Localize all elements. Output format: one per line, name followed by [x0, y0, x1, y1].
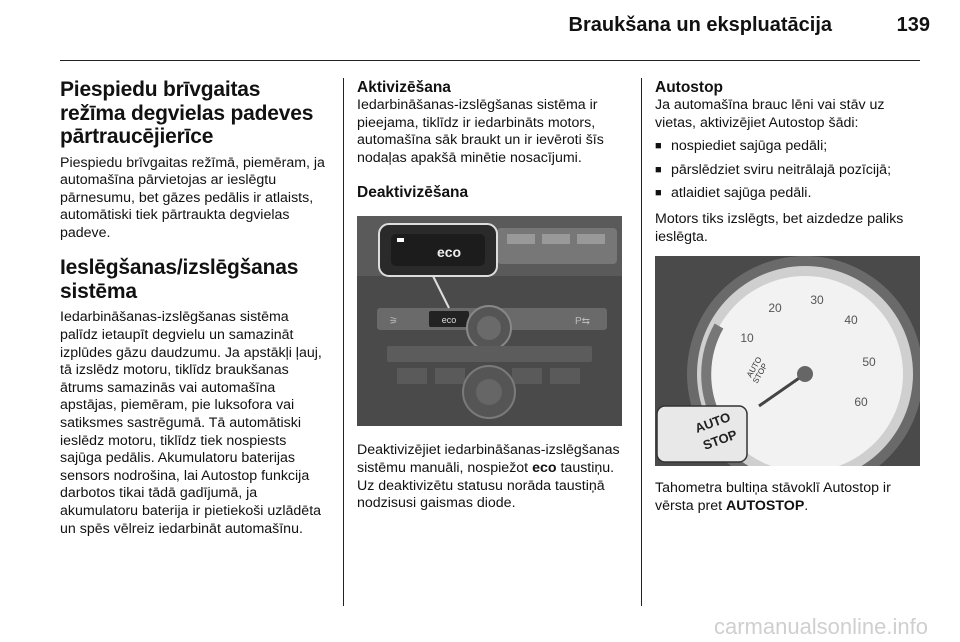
bullet-item: ■ atlaidiet sajūga pedāli. [655, 185, 925, 203]
page-number: 139 [896, 14, 930, 36]
tach-label-20: 20 [768, 301, 782, 315]
paragraph-activation: Iedarbināšanas-izslēgšanas sistēma ir pi… [357, 97, 604, 166]
heading-activation: Aktivizēšana [357, 79, 451, 96]
heading-fuel-cutoff: Piespiedu brīvgaitas režīma degvielas pa… [60, 78, 314, 148]
eco-label: eco [532, 459, 557, 476]
bullet-square-icon: ■ [655, 187, 662, 200]
bullet-item: ■ nospiediet sajūga pedāli; [655, 138, 925, 156]
bullet-text: pārslēdziet sviru neitrālajā pozīcijā; [671, 161, 892, 178]
bullet-square-icon: ■ [655, 140, 662, 153]
tach-label-50: 50 [862, 355, 876, 369]
heading-stop-start: Ieslēgšanas/izslēgšanas sistēma [60, 256, 299, 303]
autostop-bold-label: AUTOSTOP [725, 497, 805, 514]
tach-label-10: 10 [740, 331, 754, 345]
paragraph-stop-start: Iedarbināšanas-izslēgšanas sistēma palīd… [60, 309, 322, 537]
tachometer-image: 10 20 30 40 50 60 AUTO STOP AUTO STOP [655, 256, 920, 467]
header-rule [60, 60, 920, 61]
paragraph-autostop-engine-off: Motors tiks izslēgts, bet aizdedze palik… [655, 210, 904, 245]
tach-caption-end: . [804, 497, 809, 514]
column-3: Autostop Ja automašīna brauc lēni vai st… [655, 78, 925, 515]
console-illustration: eco ⚞ P⇆ eco [357, 216, 622, 427]
tach-label-60: 60 [854, 395, 868, 409]
column-divider-1 [343, 78, 344, 606]
eco-button-small-label: eco [442, 315, 457, 325]
heading-deactivation: Deaktivizēšana [357, 184, 469, 202]
bullet-item: ■ pārslēdziet sviru neitrālajā pozīcijā; [655, 162, 925, 180]
column-1: Piespiedu brīvgaitas režīma degvielas pa… [60, 78, 328, 548]
tach-caption-part-1: Tahometra bultiņa stāvoklī Autostop ir v… [655, 480, 891, 514]
bullet-text: atlaidiet sajūga pedāli. [671, 185, 812, 202]
caption-part-2: taustiņu. Uz deaktivizētu statusu norāda… [357, 459, 615, 512]
tach-label-40: 40 [844, 313, 858, 327]
bullet-text: nospiediet sajūga pedāli; [671, 138, 828, 155]
tachometer-illustration: 10 20 30 40 50 60 AUTO STOP AUTO STOP [655, 256, 920, 467]
watermark: carmanualsonline.info [713, 614, 928, 639]
caption-part-1: Deaktivizējiet iedarbināšanas-izslēgšana… [357, 442, 620, 476]
section-title: Braukšana un ekspluatācija [568, 14, 832, 36]
tach-label-30: 30 [810, 293, 824, 307]
paragraph-tachometer-caption: Tahometra bultiņa stāvoklī Autostop ir v… [655, 480, 925, 515]
paragraph-deactivation-caption: Deaktivizējiet iedarbināšanas-izslēgšana… [357, 442, 625, 512]
console-left-symbol: ⚞ [389, 316, 398, 327]
column-divider-2 [641, 78, 642, 606]
bullet-square-icon: ■ [655, 163, 662, 176]
column-2: Aktivizēšana Iedarbināšanas-izslēgšanas … [357, 78, 625, 513]
paragraph-fuel-cutoff: Piespiedu brīvgaitas režīmā, piemēram, j… [60, 154, 325, 241]
eco-button-callout-label: eco [437, 244, 461, 260]
heading-autostop: Autostop [655, 79, 724, 96]
paragraph-autostop-intro: Ja automašīna brauc lēni vai stāv uz vie… [655, 97, 885, 131]
eco-button-console-image: eco ⚞ P⇆ eco [357, 216, 622, 427]
console-right-symbol: P⇆ [575, 316, 590, 327]
